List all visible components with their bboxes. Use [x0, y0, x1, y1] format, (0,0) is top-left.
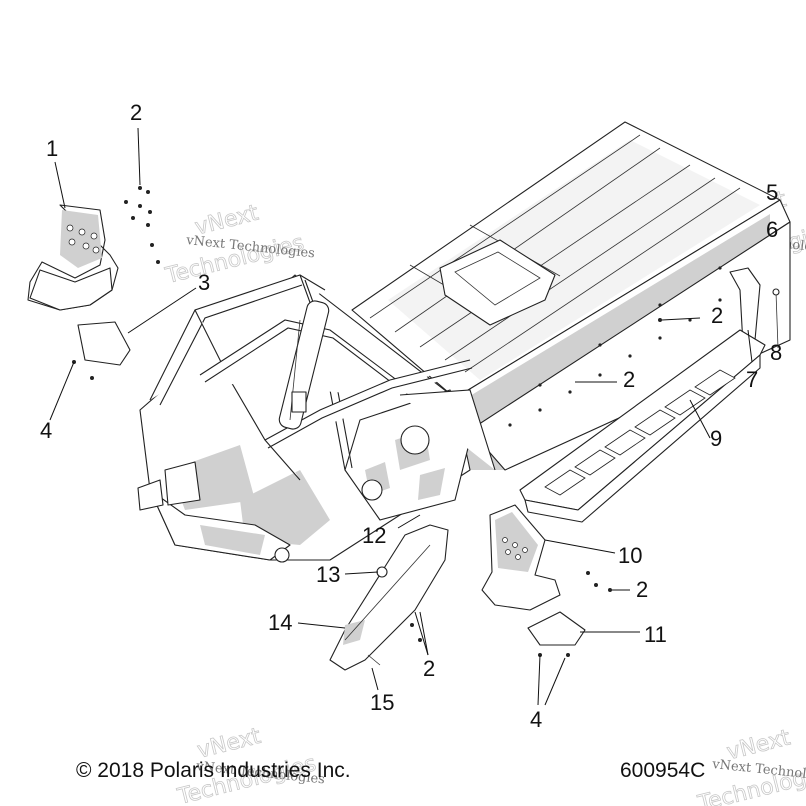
watermark-lower-left-line1: vNext [195, 724, 264, 764]
callout-3: 3 [198, 270, 210, 295]
part-13-fastener [376, 566, 388, 578]
callout-2-top: 2 [130, 100, 142, 125]
diagram-number: 600954C [620, 759, 705, 782]
callout-2-lower-right: 2 [636, 577, 648, 602]
callout-5: 5 [766, 180, 778, 205]
callout-12: 12 [362, 523, 386, 548]
front-frame [137, 274, 496, 563]
callout-2-right-middle: 2 [623, 367, 635, 392]
callout-14: 14 [268, 610, 292, 635]
fastener-cluster-top [124, 186, 160, 264]
callout-6: 6 [766, 217, 778, 242]
callout-2-bottom: 2 [423, 656, 435, 681]
part-10-side-panel [481, 504, 561, 611]
leader-lines [49, 127, 753, 706]
callout-1: 1 [46, 136, 58, 161]
callout-15: 15 [370, 690, 394, 715]
copyright-text: © 2018 Polaris Industries Inc. [76, 759, 351, 782]
callout-8: 8 [770, 340, 782, 365]
fastener-cluster-right [72, 318, 662, 657]
part-3-plate [77, 321, 131, 366]
part-8-bolt [772, 288, 780, 349]
chassis-tunnel [351, 121, 791, 471]
part-15-strip [367, 654, 381, 666]
callout-13: 13 [316, 562, 340, 587]
part-1-side-panel [27, 204, 119, 311]
part-14-belly-pan [329, 524, 449, 671]
callout-9: 9 [710, 426, 722, 451]
callout-7: 7 [746, 367, 758, 392]
callout-11: 11 [644, 622, 667, 647]
callout-2-right-upper: 2 [711, 303, 723, 328]
callout-4-bottom: 4 [530, 707, 542, 732]
callout-10: 10 [618, 543, 642, 568]
part-11-plate [527, 611, 586, 646]
part-9-running-board [519, 329, 766, 523]
callout-4-left: 4 [40, 418, 52, 443]
